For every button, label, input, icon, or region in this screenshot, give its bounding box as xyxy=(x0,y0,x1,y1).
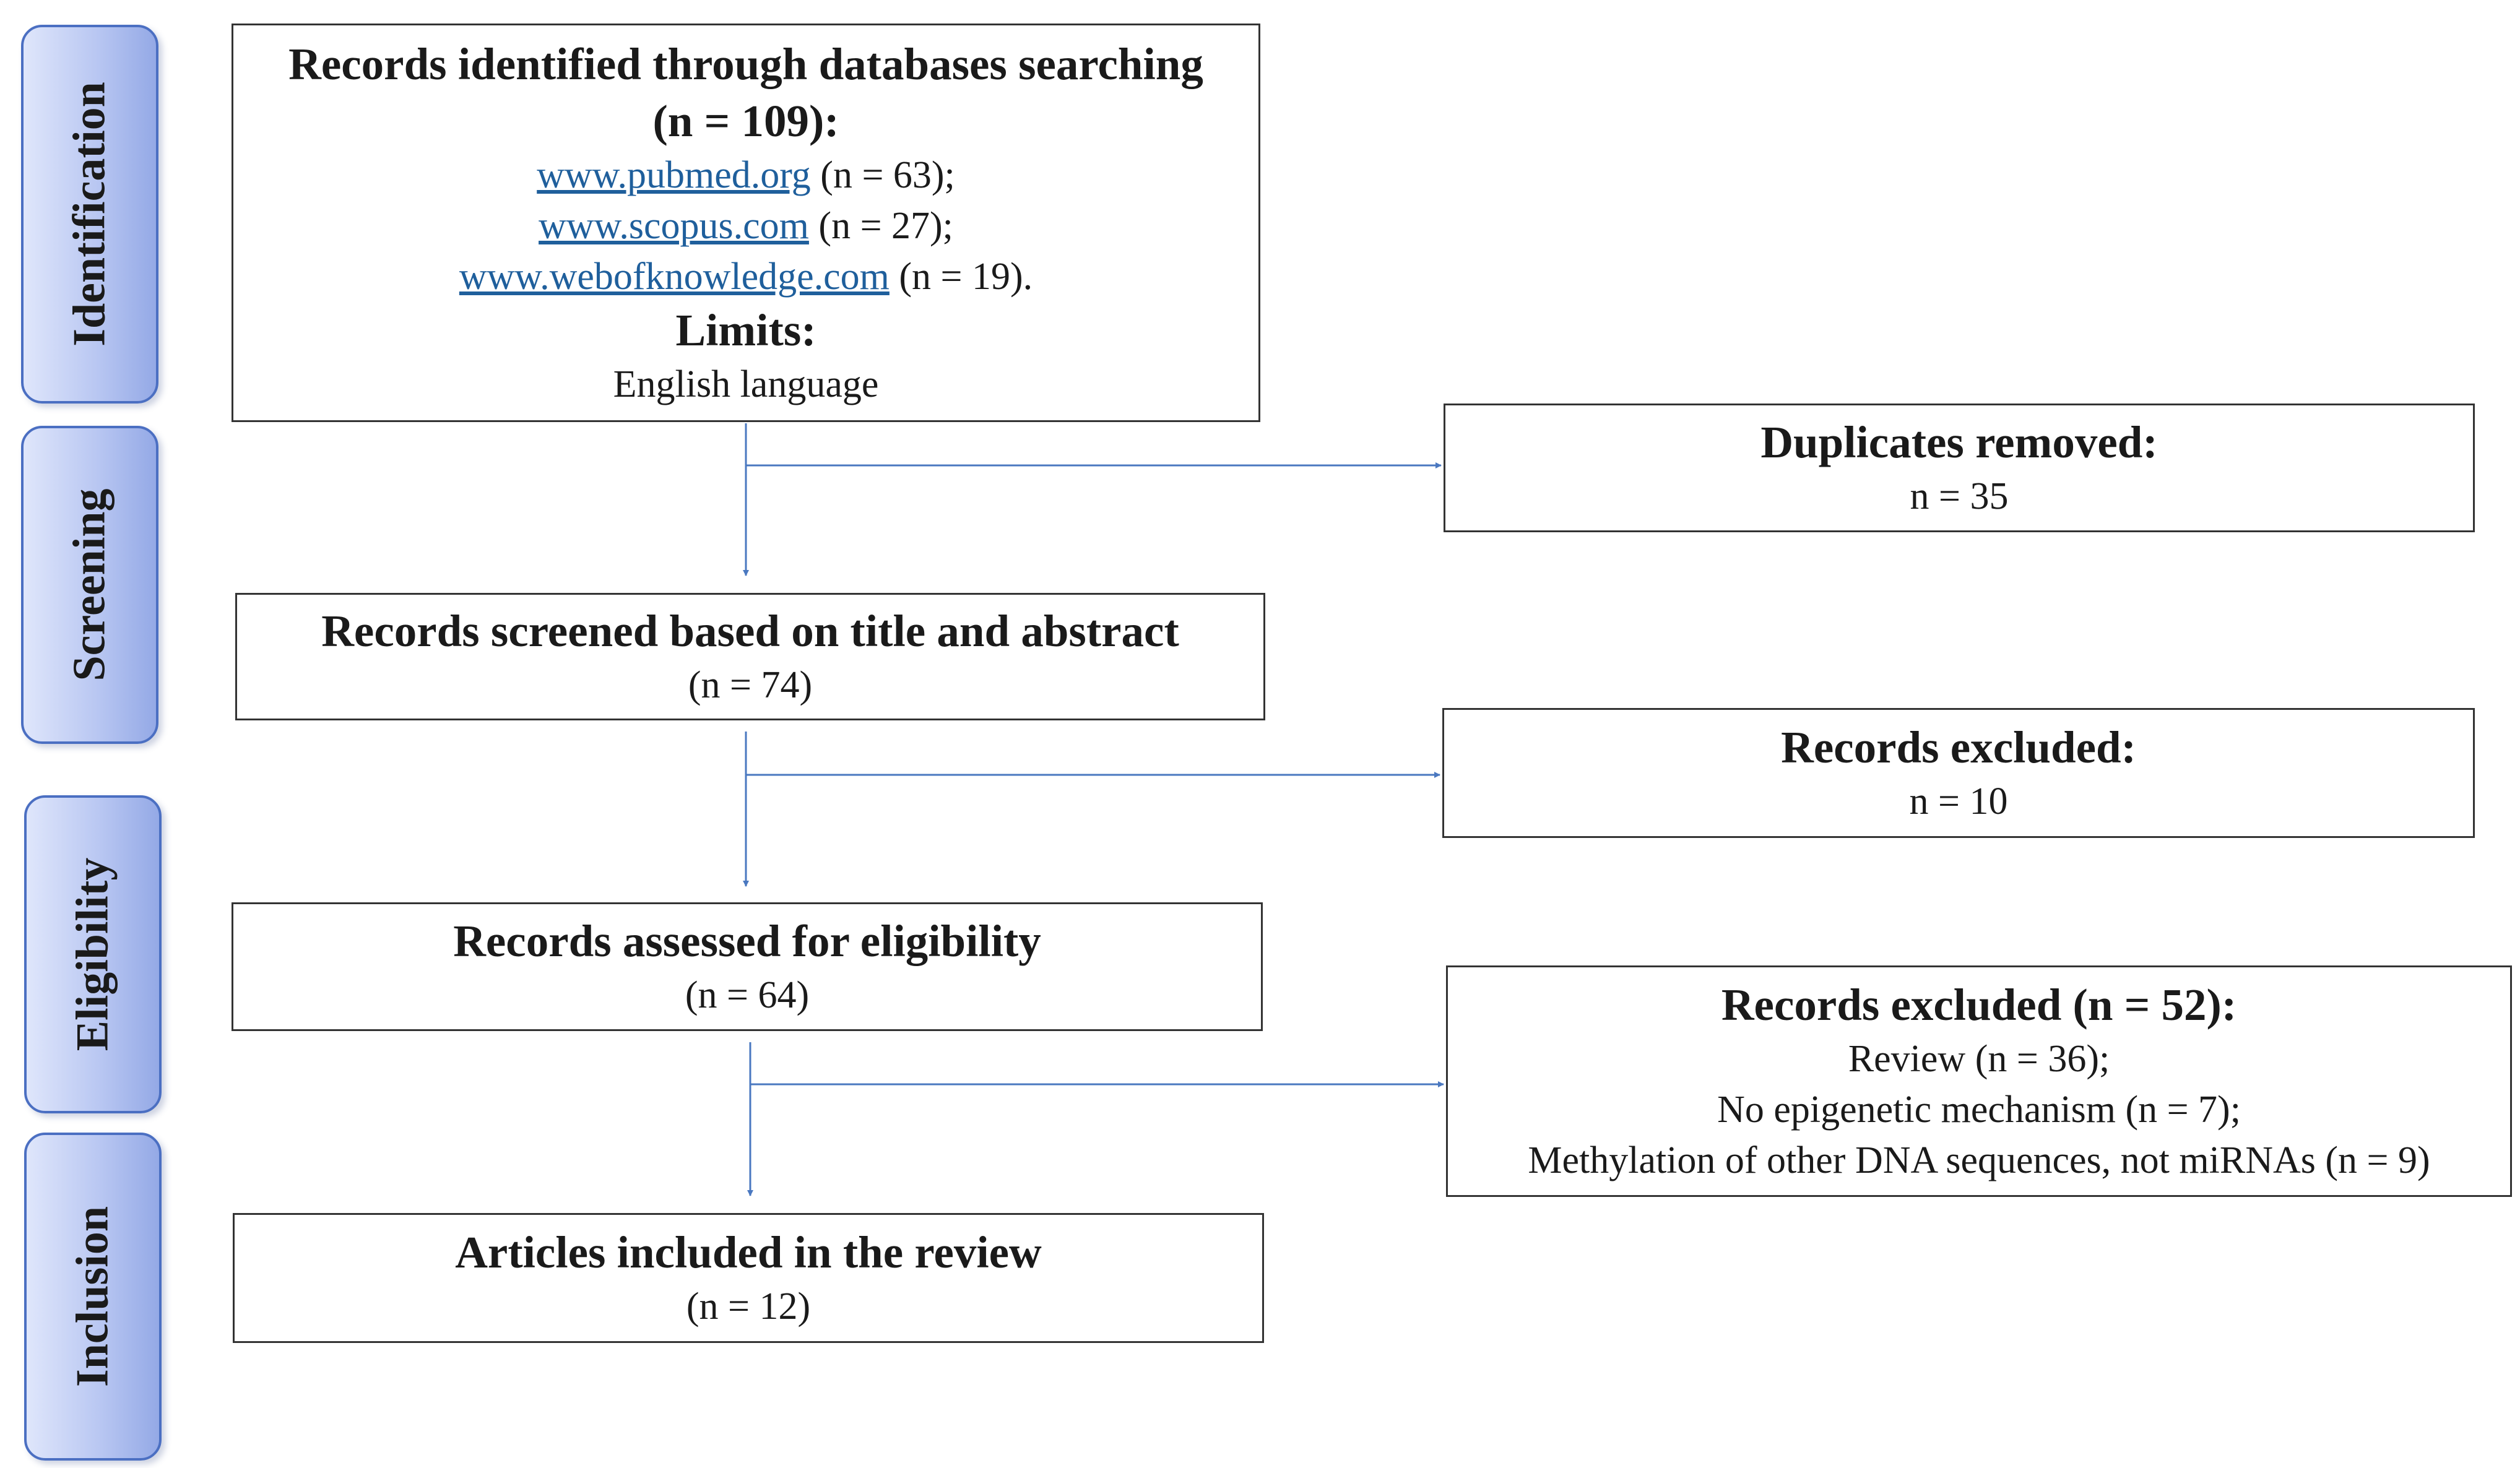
screened-title: Records screened based on title and abst… xyxy=(321,606,1179,656)
identified-title-line2: (n = 109): xyxy=(652,96,839,146)
phase-inclusion: Inclusion xyxy=(24,1133,162,1461)
records-excluded-screening-box: Records excluded: n = 10 xyxy=(1442,708,2475,838)
exclusion-reason: Review (n = 36); xyxy=(1848,1038,2110,1080)
records-identified-box: Records identified through databases sea… xyxy=(232,24,1260,422)
scopus-count: (n = 27); xyxy=(808,205,953,247)
webofknowledge-count: (n = 19). xyxy=(889,256,1033,298)
pubmed-link[interactable]: www.pubmed.org xyxy=(537,154,811,196)
records-screened-box: Records screened based on title and abst… xyxy=(235,593,1265,720)
records-assessed-box: Records assessed for eligibility (n = 64… xyxy=(232,902,1263,1031)
phase-screening: Screening xyxy=(21,426,158,744)
source-scopus: www.scopus.com (n = 27); xyxy=(539,201,953,251)
scopus-link[interactable]: www.scopus.com xyxy=(539,205,809,247)
records-excluded-eligibility-box: Records excluded (n = 52): Review (n = 3… xyxy=(1446,965,2512,1197)
assessed-title: Records assessed for eligibility xyxy=(453,916,1041,966)
excluded-screening-title: Records excluded: xyxy=(1781,722,2136,772)
phase-eligibility: Eligibility xyxy=(24,795,162,1113)
duplicates-title: Duplicates removed: xyxy=(1760,417,2158,467)
webofknowledge-link[interactable]: www.webofknowledge.com xyxy=(459,256,890,298)
pubmed-count: (n = 63); xyxy=(810,154,955,196)
included-title: Articles included in the review xyxy=(455,1227,1042,1277)
limits-title: Limits: xyxy=(675,305,816,355)
duplicates-count: n = 35 xyxy=(1910,475,2009,517)
exclusion-reason: No epigenetic mechanism (n = 7); xyxy=(1717,1089,2241,1131)
source-pubmed: www.pubmed.org (n = 63); xyxy=(537,150,955,201)
excluded-eligibility-title: Records excluded (n = 52): xyxy=(1721,980,2237,1030)
excluded-screening-count: n = 10 xyxy=(1909,780,2008,823)
identified-title-line1: Records identified through databases sea… xyxy=(288,39,1203,89)
limits-value: English language xyxy=(613,363,879,405)
articles-included-box: Articles included in the review (n = 12) xyxy=(233,1213,1264,1343)
phase-identification: Identification xyxy=(21,25,158,404)
screened-count: (n = 74) xyxy=(688,664,813,706)
source-webofknowledge: www.webofknowledge.com (n = 19). xyxy=(459,251,1033,302)
duplicates-removed-box: Duplicates removed: n = 35 xyxy=(1444,404,2475,532)
assessed-count: (n = 64) xyxy=(685,974,810,1016)
exclusion-reason: Methylation of other DNA sequences, not … xyxy=(1528,1139,2430,1181)
included-count: (n = 12) xyxy=(686,1285,811,1328)
